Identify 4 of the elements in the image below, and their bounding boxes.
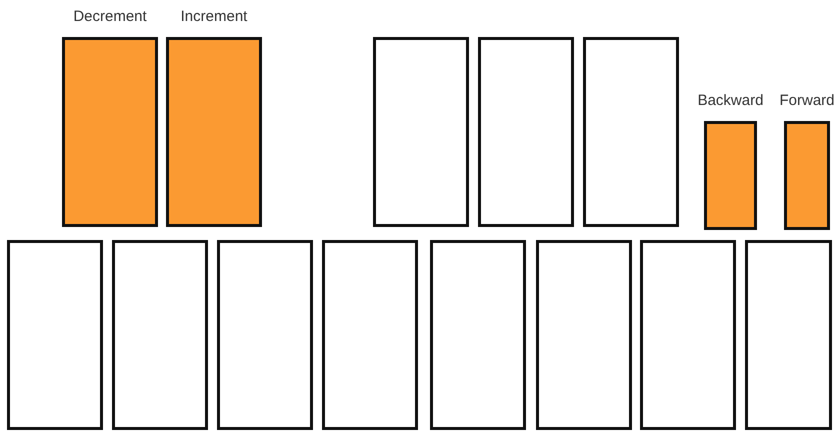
key-label: Backward xyxy=(698,92,764,109)
key-label: Forward xyxy=(779,92,834,109)
key-label: Decrement xyxy=(73,8,147,25)
key-label: Increment xyxy=(180,8,248,25)
